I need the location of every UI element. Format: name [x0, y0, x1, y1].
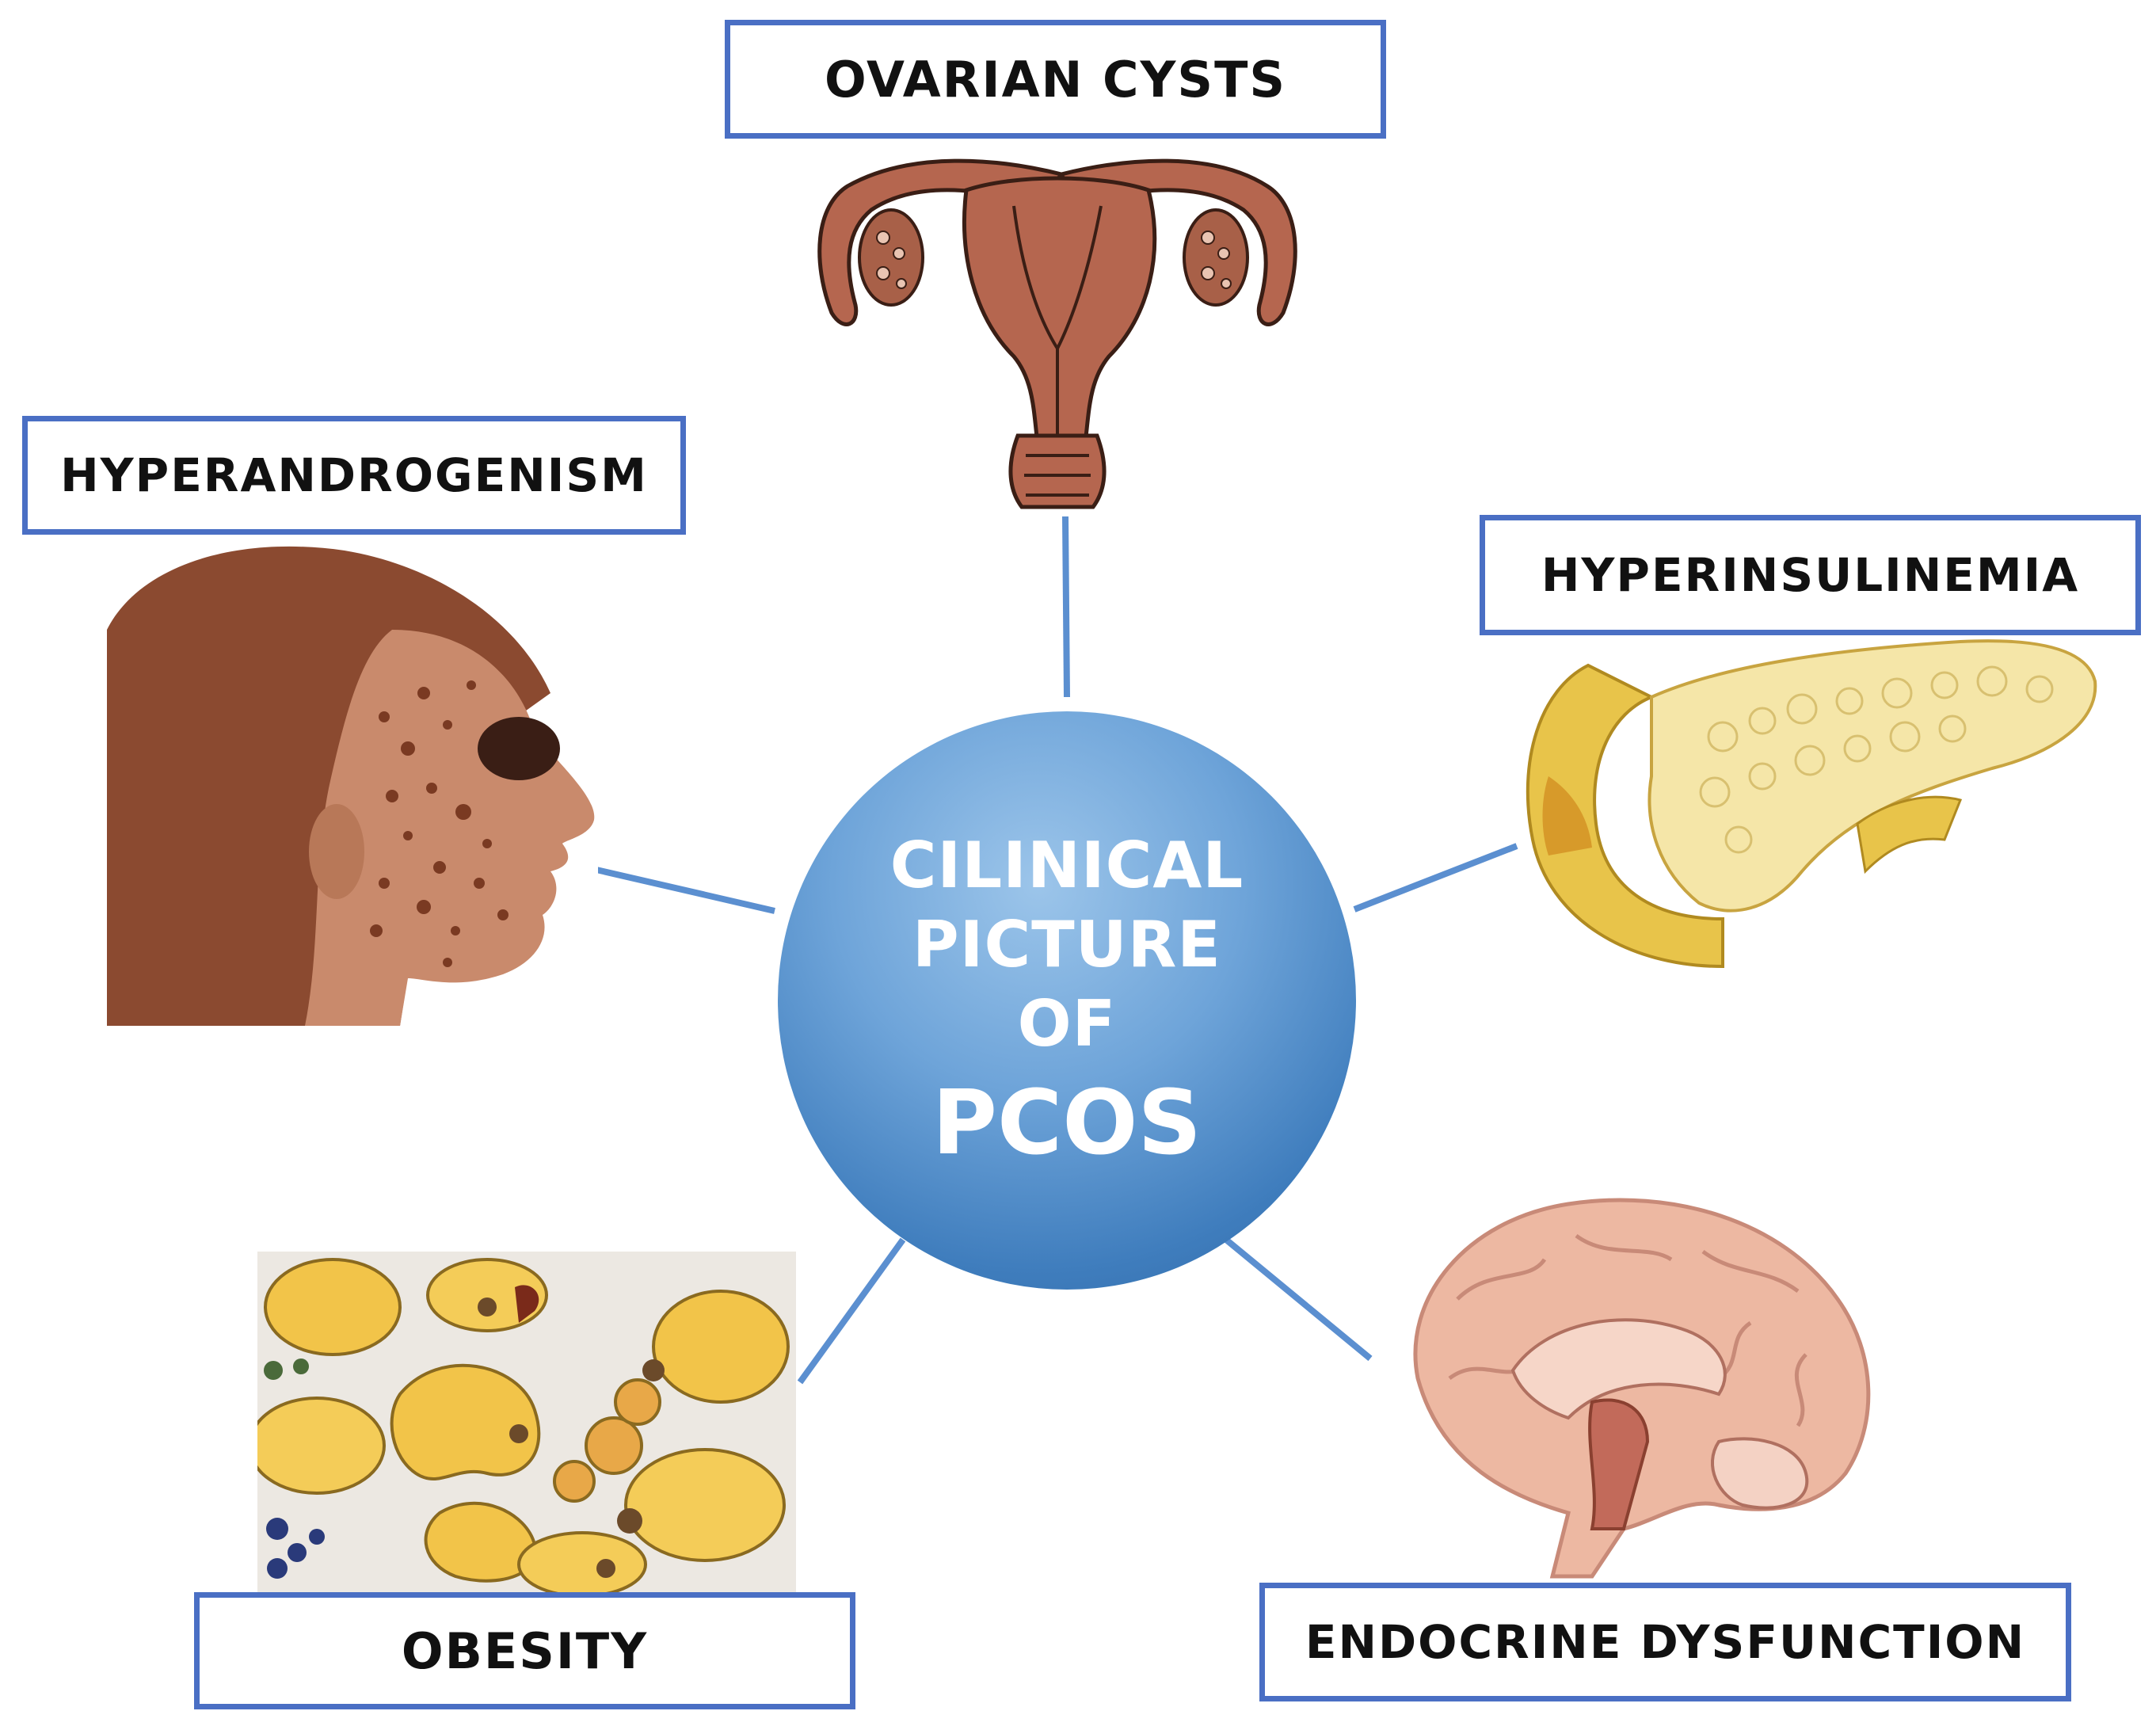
label-hyperinsulinemia: HYPERINSULINEMIA [1480, 515, 2141, 635]
label-hyperandrogenism: HYPERANDROGENISM [22, 416, 686, 535]
center-topic-circle: CILINICAL PICTURE OF PCOS [778, 711, 1356, 1290]
label-obesity: OBESITY [194, 1592, 855, 1709]
center-line-2: PICTURE [912, 908, 1221, 981]
connector-hyperandrogenism [585, 864, 775, 914]
uterus-illustration [817, 158, 1297, 509]
label-endocrine-dysfunction: ENDOCRINE DYSFUNCTION [1259, 1583, 2071, 1701]
brain-illustration [1413, 1198, 1871, 1579]
fat-cells-illustration [257, 1252, 796, 1592]
pancreas-illustration [1526, 639, 2097, 969]
label-ovarian-cysts: OVARIAN CYSTS [725, 20, 1386, 139]
acne-face-illustration [107, 535, 598, 1026]
connector-endocrine [1224, 1237, 1373, 1362]
center-line-1: CILINICAL [889, 829, 1244, 902]
center-line-3: OF [1017, 987, 1117, 1061]
connector-obesity [797, 1237, 906, 1385]
connector-ovarian-cysts [1062, 516, 1070, 698]
connector-hyperinsulinemia [1353, 843, 1518, 913]
center-line-4: PCOS [931, 1072, 1202, 1175]
